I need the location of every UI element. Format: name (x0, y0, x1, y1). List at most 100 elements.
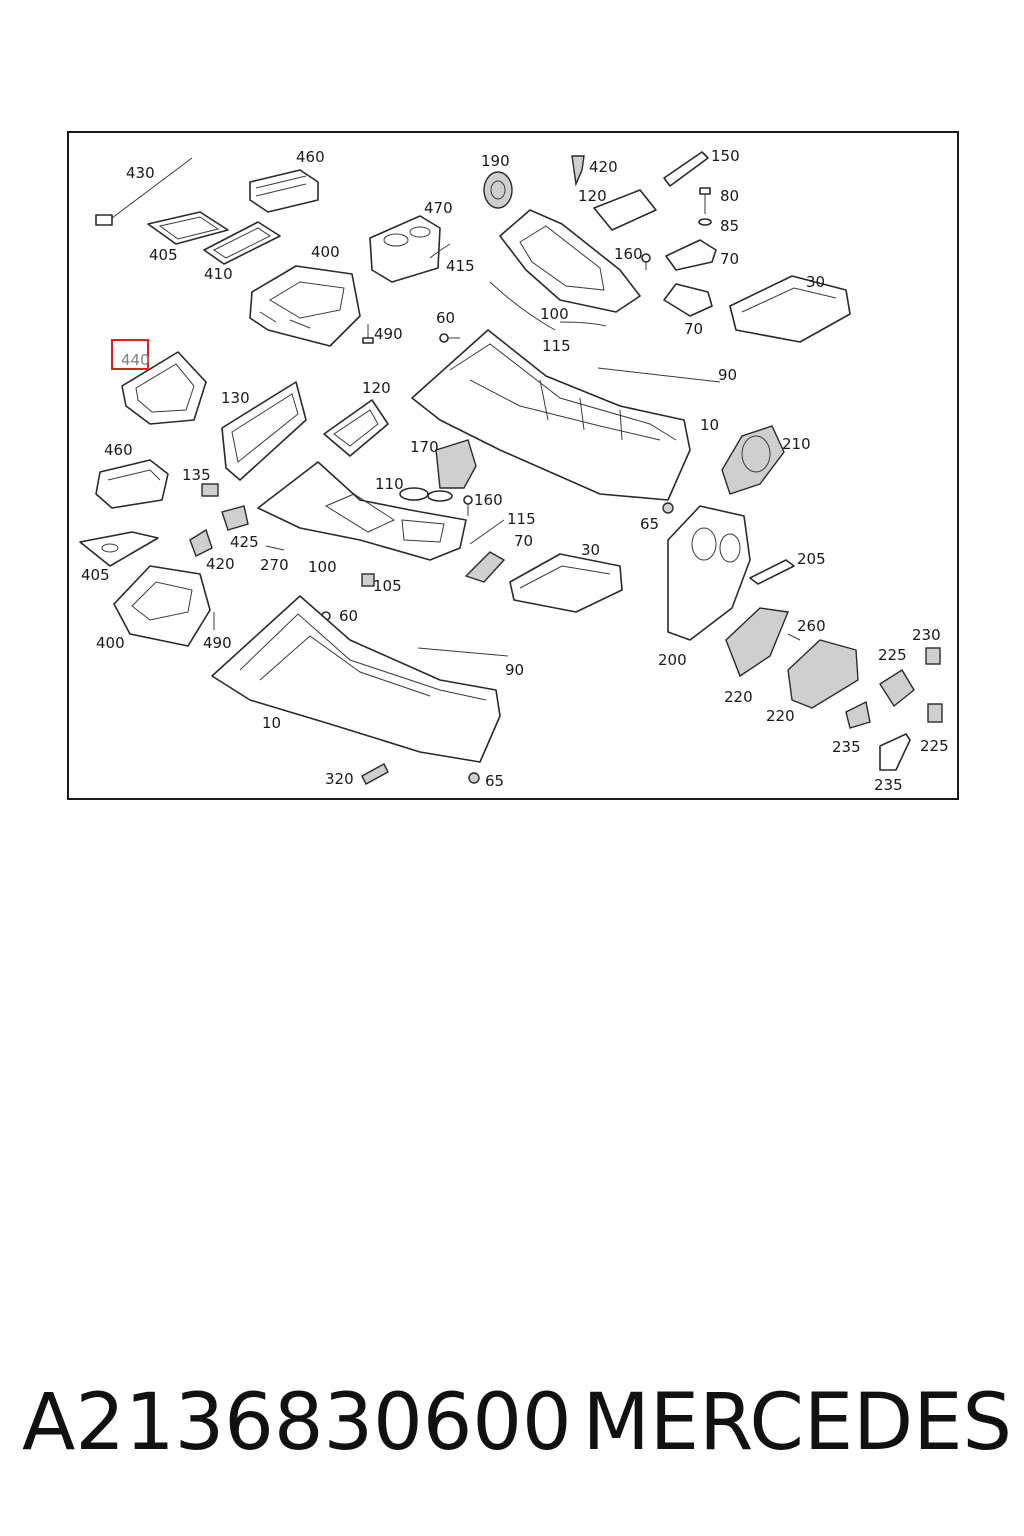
part-70-bracket (663, 239, 717, 317)
part-60-screw (439, 333, 460, 343)
label-405: 405 (149, 246, 178, 264)
part-160-screw-lower (463, 495, 473, 516)
label-65: 65 (640, 515, 659, 533)
label-220: 220 (724, 688, 753, 706)
part-90-rod (597, 367, 721, 383)
part-420-clip (571, 155, 585, 187)
part-30-armrest (729, 275, 851, 343)
label-410: 410 (204, 265, 233, 283)
part-10-console-lower (211, 595, 501, 763)
label-160-b: 160 (474, 491, 503, 509)
label-100-b: 100 (308, 558, 337, 576)
part-260-screw (787, 633, 801, 641)
part-230-switch (925, 647, 941, 665)
part-70-bracket-lower (464, 551, 506, 583)
part-caption: A2136830600 MERCEDES (22, 1368, 1012, 1478)
part-430-cable (95, 157, 193, 226)
label-260: 260 (797, 617, 826, 635)
label-115-b: 115 (507, 510, 536, 528)
part-130-panel (221, 381, 307, 481)
part-270-pin (265, 545, 285, 551)
label-400-b: 400 (96, 634, 125, 652)
part-225-switch-b (927, 703, 943, 723)
label-85: 85 (720, 217, 739, 235)
part-460-tray (95, 459, 169, 509)
part-425-switch (221, 505, 249, 531)
label-430: 430 (126, 164, 155, 182)
label-220-b: 220 (766, 707, 795, 725)
label-90-b: 90 (505, 661, 524, 679)
part-400-storage-box-lower (113, 565, 211, 647)
part-30-armrest-lower (509, 553, 623, 613)
label-135: 135 (182, 466, 211, 484)
label-120: 120 (578, 187, 607, 205)
label-225: 225 (878, 646, 907, 664)
part-205-trim (749, 559, 795, 585)
label-120-b: 120 (362, 379, 391, 397)
part-235-switch (845, 700, 871, 729)
part-220-tray-b (787, 639, 859, 709)
label-110: 110 (375, 475, 404, 493)
label-490: 490 (374, 325, 403, 343)
label-70-c: 70 (514, 532, 533, 550)
part-100-console-frame-upper (489, 209, 641, 331)
label-190: 190 (481, 152, 510, 170)
part-225-switch (879, 669, 915, 708)
label-200: 200 (658, 651, 687, 669)
label-130: 130 (221, 389, 250, 407)
label-225-b: 225 (920, 737, 949, 755)
label-150: 150 (711, 147, 740, 165)
label-405-b: 405 (81, 566, 110, 584)
part-320-connector (361, 763, 389, 785)
part-85-washer (698, 218, 712, 226)
label-30-b: 30 (581, 541, 600, 559)
label-270: 270 (260, 556, 289, 574)
label-420: 420 (589, 158, 618, 176)
label-70: 70 (720, 250, 739, 268)
part-490-screw (362, 324, 374, 344)
label-490-b: 490 (203, 634, 232, 652)
part-115-rod (469, 519, 505, 545)
label-440-highlighted: 440 (121, 351, 150, 369)
part-440-trim-frame (121, 351, 207, 425)
label-210: 210 (782, 435, 811, 453)
part-200-rear-panel (667, 505, 751, 641)
label-460-b: 460 (104, 441, 133, 459)
part-190-speaker (483, 171, 513, 209)
part-90-rod-lower (417, 647, 509, 657)
part-220-tray (725, 607, 789, 678)
part-110-ring (399, 487, 453, 502)
part-100-console-frame (257, 461, 467, 561)
label-10-b: 10 (262, 714, 281, 732)
part-470-cupholder (369, 215, 451, 283)
label-470: 470 (424, 199, 453, 217)
label-205: 205 (797, 550, 826, 568)
part-120-cover-lower (323, 399, 389, 457)
label-400: 400 (311, 243, 340, 261)
part-420-clip-lower (189, 528, 213, 557)
part-105-clip (361, 573, 375, 587)
part-120-cover (593, 189, 657, 231)
highlight-box-440 (111, 339, 149, 370)
label-80: 80 (720, 187, 739, 205)
label-415: 415 (446, 257, 475, 275)
label-425: 425 (230, 533, 259, 551)
part-170-bracket (435, 439, 477, 489)
part-460-module (249, 169, 319, 213)
label-420-b: 420 (206, 555, 235, 573)
label-460: 460 (296, 148, 325, 166)
label-100: 100 (540, 305, 569, 323)
label-10: 10 (700, 416, 719, 434)
label-235-b: 235 (874, 776, 903, 794)
part-135-switch (201, 483, 219, 497)
label-65-b: 65 (485, 772, 504, 790)
part-number: A2136830600 (22, 1378, 572, 1468)
label-70-b: 70 (684, 320, 703, 338)
label-160: 160 (614, 245, 643, 263)
part-150-trim (663, 151, 709, 187)
label-30: 30 (806, 273, 825, 291)
label-235: 235 (832, 738, 861, 756)
part-80-bolt (699, 187, 711, 214)
part-410-mat (203, 221, 281, 265)
